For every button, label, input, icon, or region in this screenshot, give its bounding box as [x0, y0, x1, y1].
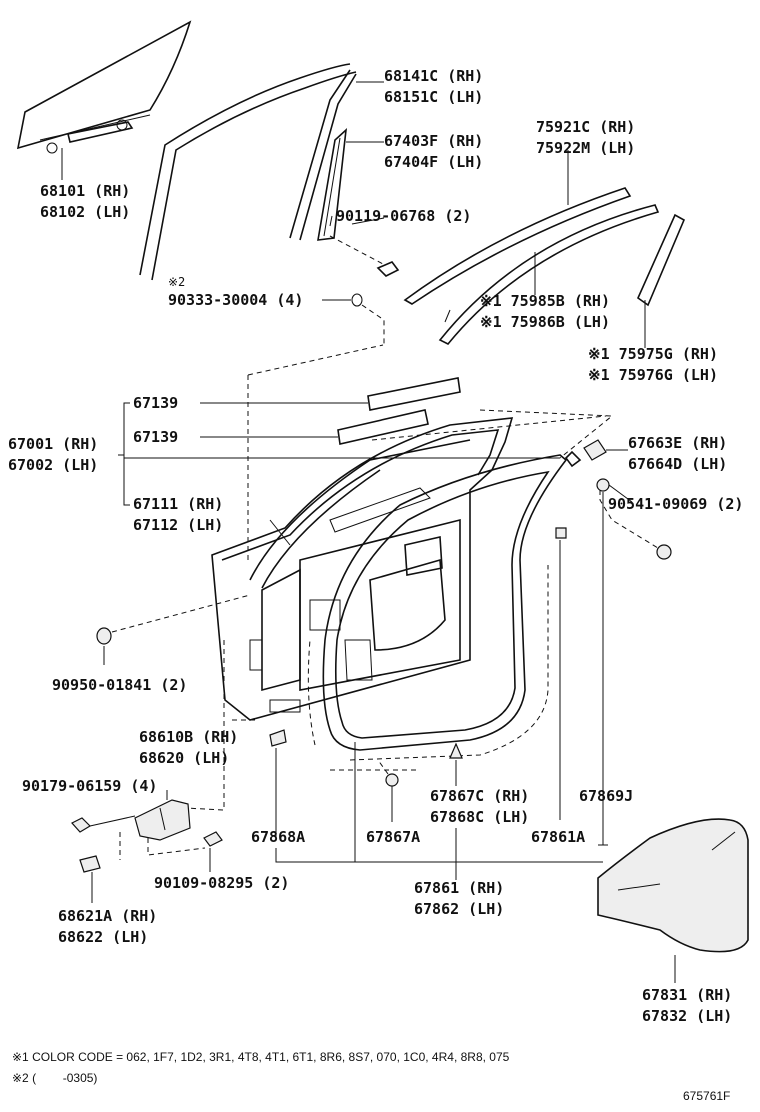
label-sash-channel-lh: 67404F (LH)	[384, 153, 484, 171]
label-pad-lower: 67139	[133, 428, 179, 446]
label-weatherstrip-upper-lh: 67664D (LH)	[628, 455, 728, 473]
weatherstrip-clip-drawing	[583, 439, 628, 461]
service-hole-cover-drawing	[597, 818, 749, 983]
hinge-assembly-drawing	[71, 790, 223, 903]
label-frame-outer-rh: 68141C (RH)	[384, 67, 484, 85]
plug-90333-drawing	[247, 293, 385, 560]
clip-67861a-drawing	[555, 527, 567, 820]
weatherstrip-drawing	[307, 409, 614, 771]
label-roof-moulding-lh: 75922M (LH)	[536, 139, 636, 157]
clip-90541-drawing	[596, 478, 672, 846]
door-glass-drawing	[16, 20, 192, 180]
label-glass-rh: 68101 (RH)	[40, 182, 131, 200]
label-frame-outer-lh: 68151C (LH)	[384, 88, 484, 106]
weatherstrip-bracket	[275, 742, 603, 880]
label-glass-lh: 68102 (LH)	[40, 203, 131, 221]
label-clip-67867c-lh: 67868C (LH)	[430, 808, 530, 826]
label-service-hole-cover-lh: 67832 (LH)	[642, 1007, 733, 1025]
label-sash-channel-rh: 67403F (RH)	[384, 132, 484, 150]
label-note2-mark: ※2	[168, 275, 186, 289]
label-belt-moulding-rh: ※1 75985B (RH)	[480, 292, 610, 310]
label-weatherstrip-upper-rh: 67663E (RH)	[628, 434, 728, 452]
label-roof-moulding-rh: 75921C (RH)	[536, 118, 636, 136]
label-bolt-90109: 90109-08295 (2)	[154, 874, 290, 892]
label-weatherstrip-main-rh: 67861 (RH)	[414, 879, 505, 897]
label-weatherstrip-j: 67869J	[579, 787, 634, 805]
label-hinge-upper-rh: 68610B (RH)	[139, 728, 239, 746]
label-clip-90541: 90541-09069 (2)	[608, 495, 744, 513]
footnote-date-range: ※2 ( -0305)	[12, 1071, 98, 1085]
label-clip-67861a: 67861A	[531, 828, 586, 846]
label-plug-90333: 90333-30004 (4)	[168, 291, 304, 309]
door-frame-drawing	[139, 63, 384, 281]
label-clip-67868a: 67868A	[251, 828, 306, 846]
clip-67867c-drawing	[449, 742, 463, 786]
label-door-panel-rh: 67001 (RH)	[8, 435, 99, 453]
label-door-panel-lh: 67002 (LH)	[8, 456, 99, 474]
belt-moulding-drawing	[438, 204, 660, 346]
hinge-upper-drawing	[184, 640, 287, 838]
figure-id: 675761F	[683, 1089, 731, 1103]
plug-90950-drawing	[96, 594, 251, 665]
label-plug-90950: 90950-01841 (2)	[52, 676, 188, 694]
label-weatherstrip-main-lh: 67862 (LH)	[414, 900, 505, 918]
roof-moulding-drawing	[403, 150, 632, 305]
label-hinge-lower-lh: 68622 (LH)	[58, 928, 149, 946]
label-clip-67867c-rh: 67867C (RH)	[430, 787, 530, 805]
clip-67867a-drawing	[377, 759, 399, 822]
label-hinge-upper-lh: 68620 (LH)	[139, 749, 230, 767]
sash-channel-drawing	[317, 127, 400, 277]
label-clip-67867a: 67867A	[366, 828, 421, 846]
label-hinge-lower-rh: 68621A (RH)	[58, 907, 158, 925]
label-service-hole-cover-rh: 67831 (RH)	[642, 986, 733, 1004]
label-bolt-90179: 90179-06159 (4)	[22, 777, 158, 795]
label-belt-moulding-lh: ※1 75986B (LH)	[480, 313, 610, 331]
label-screw-90119: 90119-06768 (2)	[336, 207, 472, 225]
label-pillar-garnish-lh: ※1 75976G (LH)	[588, 366, 718, 384]
label-pillar-garnish-rh: ※1 75975G (RH)	[588, 345, 718, 363]
pillar-garnish-drawing	[637, 213, 686, 348]
label-outer-panel-rh: 67111 (RH)	[133, 495, 224, 513]
label-outer-panel-lh: 67112 (LH)	[133, 516, 224, 534]
pads-drawing	[200, 377, 461, 445]
door-panel-drawing	[211, 417, 514, 721]
label-pad-upper: 67139	[133, 394, 179, 412]
footnote-color-code: ※1 COLOR CODE = 062, 1F7, 1D2, 3R1, 4T8,…	[12, 1050, 510, 1064]
